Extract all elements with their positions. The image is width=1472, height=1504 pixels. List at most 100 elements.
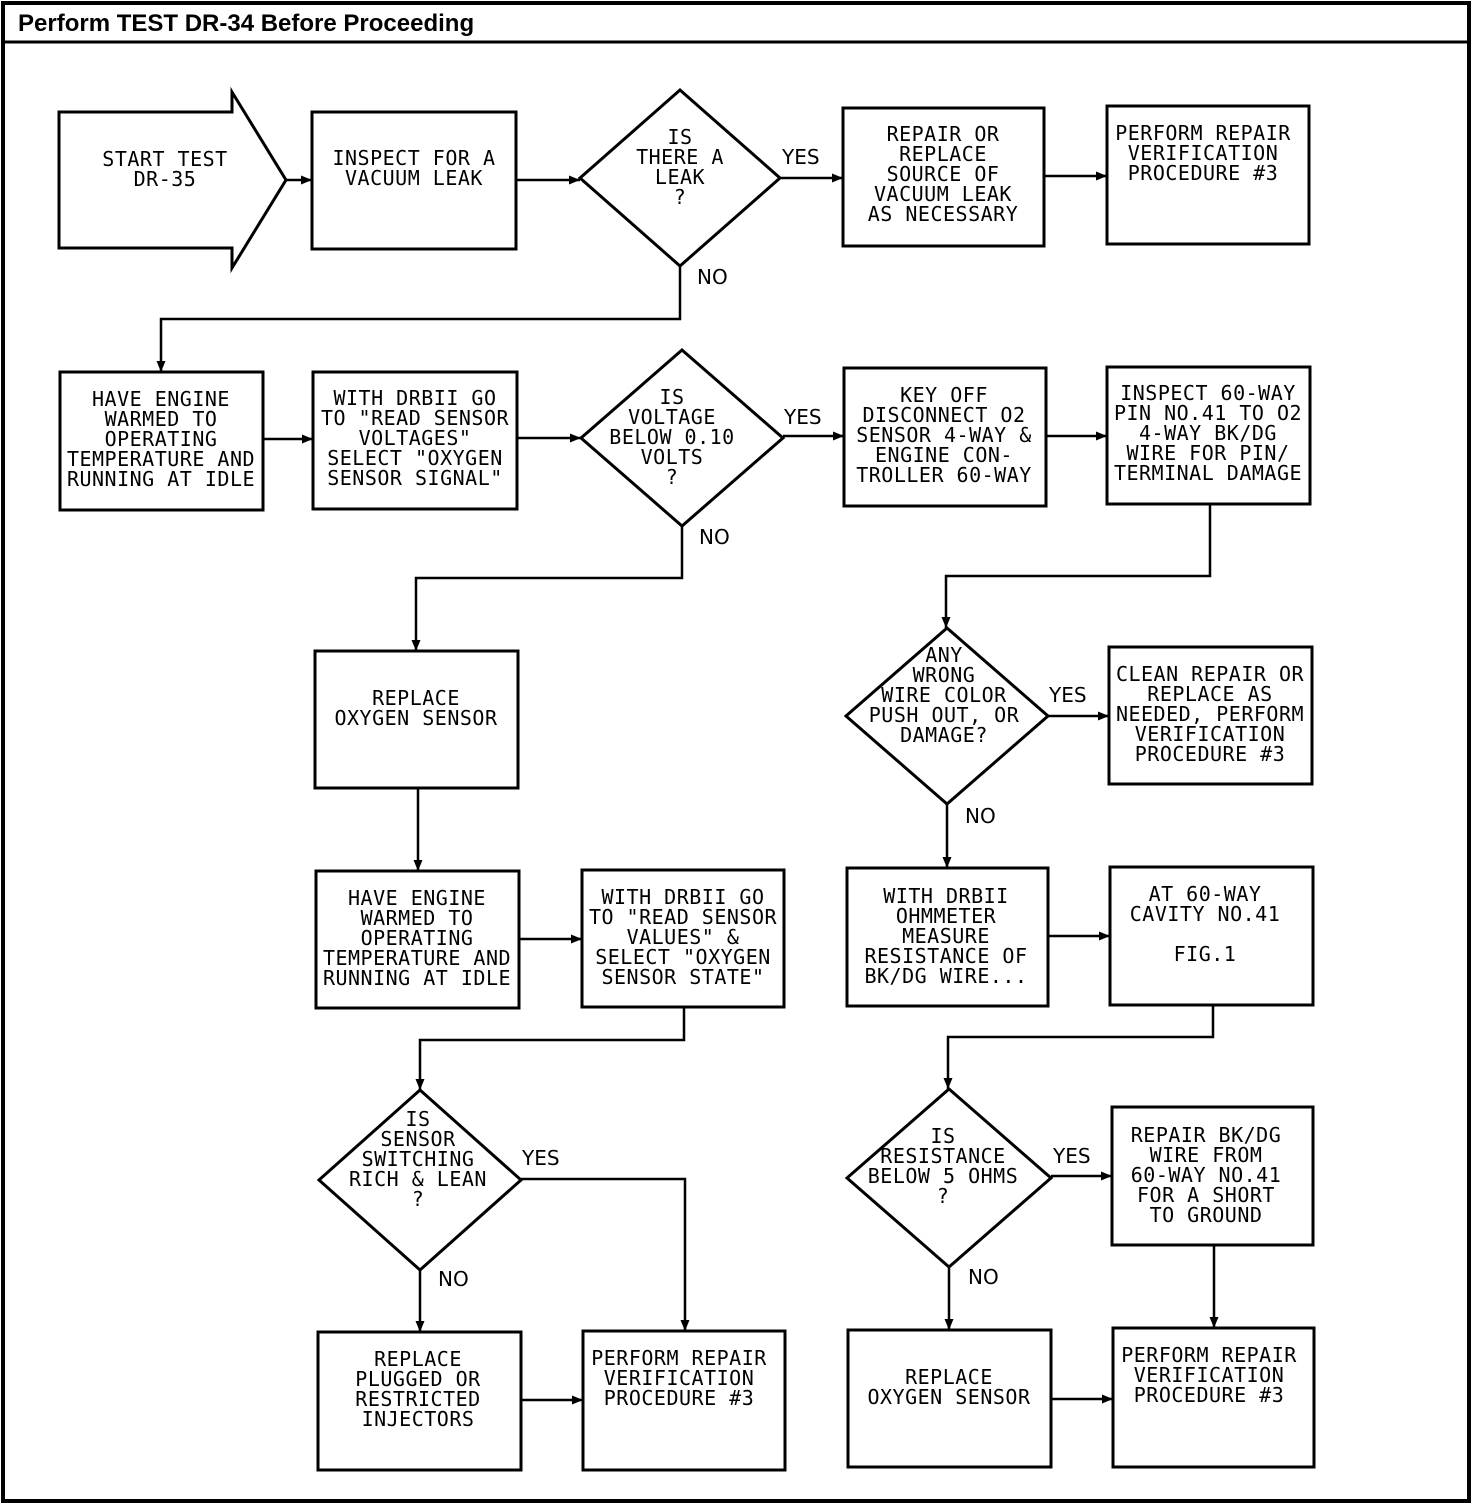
text-line: ? [937, 1184, 950, 1208]
text-line: WRONG [913, 663, 976, 687]
read-to-voltage-arrowhead [570, 433, 581, 443]
replace-o2-2-box [846, 1328, 1053, 1469]
anywrong-no-arrowhead [942, 857, 952, 868]
no-label: NO [697, 265, 728, 289]
text-line: RESISTANCE OF [864, 944, 1027, 968]
inspectpin-to-anywrong-line [944, 504, 1212, 628]
cavity-to-resistance-arrowhead [943, 1078, 953, 1089]
inspect-vacuum-box [310, 110, 518, 251]
text-line: PROCEDURE #3 [604, 1386, 755, 1410]
text-line: SELECT "OXYGEN [595, 945, 771, 969]
text-line: WIRE COLOR [881, 683, 1007, 707]
voltage-no-line [414, 526, 684, 651]
text-line: VACUUM LEAK [874, 182, 1012, 206]
text-line: TO "READ SENSOR [589, 905, 778, 929]
injectors-to-verify2-arrowhead [572, 1395, 583, 1405]
text-line: MEASURE [902, 924, 990, 948]
text-line: OXYGEN SENSOR [334, 706, 497, 730]
text-line: SWITCHING [362, 1147, 475, 1171]
text-line: INSPECT FOR A [332, 146, 495, 170]
text-line: PERFORM REPAIR [1121, 1343, 1297, 1367]
text-line: VERIFICATION [1128, 141, 1279, 165]
text-line: SOURCE OF [887, 162, 1000, 186]
ohmmeter-box [845, 866, 1050, 1008]
text-line: VERIFICATION [1135, 722, 1286, 746]
text-line: WITH DRBII GO [601, 885, 764, 909]
text-line: OXYGEN SENSOR [867, 1385, 1030, 1409]
text-line: REPAIR BK/DG [1131, 1123, 1282, 1147]
text-line: ? [666, 465, 679, 489]
inspect-pin-box [1105, 365, 1312, 506]
readvalues-to-switching-arrowhead [415, 1079, 425, 1090]
text-line: IS [405, 1107, 430, 1131]
page-title: Perform TEST DR-34 Before Proceeding [18, 10, 474, 37]
text-line: KEY OFF [900, 383, 988, 407]
yes-label: YES [521, 1146, 560, 1170]
text-line: PROCEDURE #3 [1134, 1383, 1285, 1407]
connectors [156, 171, 1219, 1405]
cavity-box [1108, 865, 1315, 1007]
start-to-inspect-arrowhead [301, 175, 312, 185]
text-line: CAVITY NO.41 [1130, 902, 1281, 926]
text-line: SENSOR STATE" [601, 965, 764, 989]
warm2-to-readvalues-arrowhead [571, 934, 582, 944]
text-line: TO "READ SENSOR [321, 406, 510, 430]
switching-yes-line [521, 1177, 687, 1331]
text-line: PERFORM REPAIR [591, 1346, 767, 1370]
text-line: BELOW 5 OHMS [868, 1164, 1019, 1188]
verify-2-box [581, 1329, 787, 1472]
text-line: VOLTS [641, 445, 704, 469]
text-line: ? [674, 185, 687, 209]
text-line: IS [667, 125, 692, 149]
replace-injectors-box [316, 1330, 523, 1472]
keyoff-to-inspectpin-arrowhead [1096, 431, 1107, 441]
text-line: PERFORM REPAIR [1115, 121, 1291, 145]
nodes [57, 86, 1316, 1472]
text-line: OPERATING [105, 427, 218, 451]
text-line: TEMPERATURE AND [323, 946, 511, 970]
text-line: ? [412, 1187, 425, 1211]
start-arrow-shape [57, 86, 288, 274]
warm1-to-read-arrowhead [302, 434, 313, 444]
voltage-yes-arrowhead [833, 431, 844, 441]
text-line: PIN NO.41 TO O2 [1114, 401, 1302, 425]
text-line: 4-WAY BK/DG [1139, 421, 1277, 445]
text-line: VACUUM LEAK [345, 166, 483, 190]
text-line: RUNNING AT IDLE [67, 467, 255, 491]
text-line: OPERATING [361, 926, 474, 950]
key-off-box [842, 366, 1048, 508]
text-line: DISCONNECT O2 [862, 403, 1025, 427]
yes-label: YES [783, 405, 822, 429]
text-line: DR-35 [134, 167, 197, 191]
text-line: SENSOR 4-WAY & [856, 423, 1032, 447]
any-wrong-decision [843, 626, 1051, 806]
is-leak-decision [577, 88, 783, 268]
is-voltage-decision [578, 348, 786, 528]
text-line: VALUES" & [627, 925, 740, 949]
inspectpin-to-anywrong-arrowhead [941, 617, 951, 628]
text-line: BELOW 0.10 [609, 425, 734, 449]
text-line: AT 60-WAY [1149, 882, 1262, 906]
text-line: WIRE FOR PIN/ [1126, 441, 1289, 465]
text-line: START TEST [102, 147, 227, 171]
no-label: NO [699, 525, 730, 549]
text-line: IS [659, 385, 684, 409]
